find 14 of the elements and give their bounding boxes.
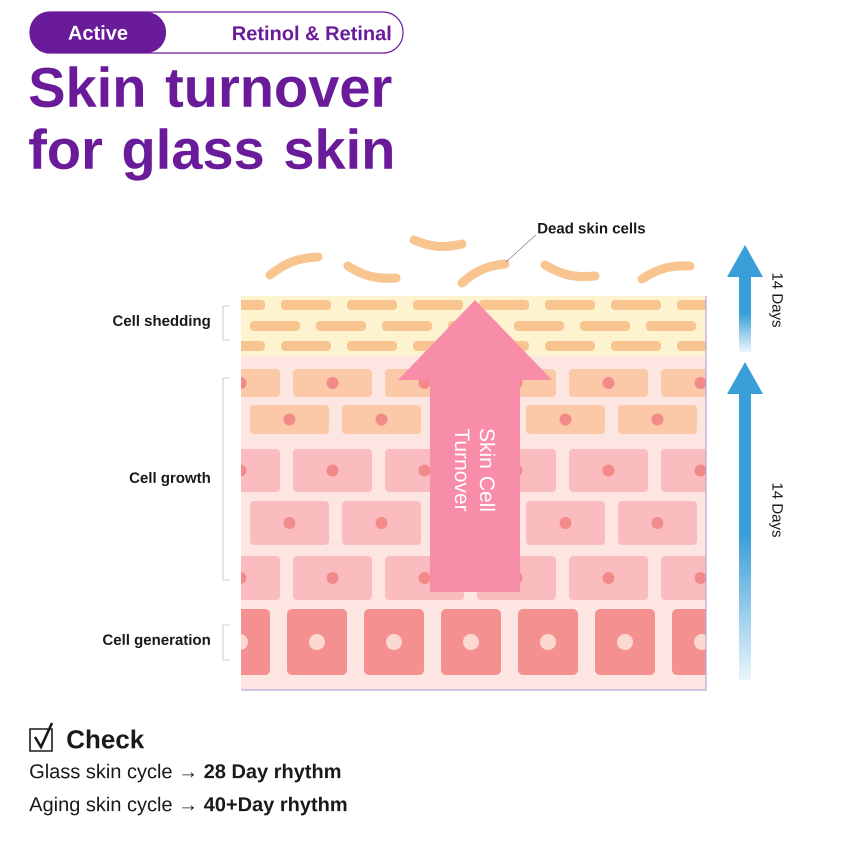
check-line: Aging skin cycle → 40+Day rhythm — [29, 796, 346, 816]
layer-label: Cell shedding — [113, 314, 210, 330]
duration-label: 14 Days — [769, 484, 783, 537]
leader-line — [506, 234, 536, 262]
tag-label: Active — [30, 12, 166, 53]
layer-label: Cell growth — [130, 472, 210, 486]
layer-label: Cell generation — [103, 634, 210, 648]
callout-text: Dead skin cells — [538, 222, 645, 234]
duration-label: 14 Days — [769, 274, 783, 327]
dead-skin-cell — [458, 260, 510, 288]
title: Skin turnover for glass skin — [29, 66, 392, 181]
check-heading: Check — [67, 729, 144, 749]
check-line: Glass skin cycle → 28 Day rhythm — [30, 764, 340, 782]
tag-pill: Active Retinol & Retinal — [29, 11, 404, 54]
